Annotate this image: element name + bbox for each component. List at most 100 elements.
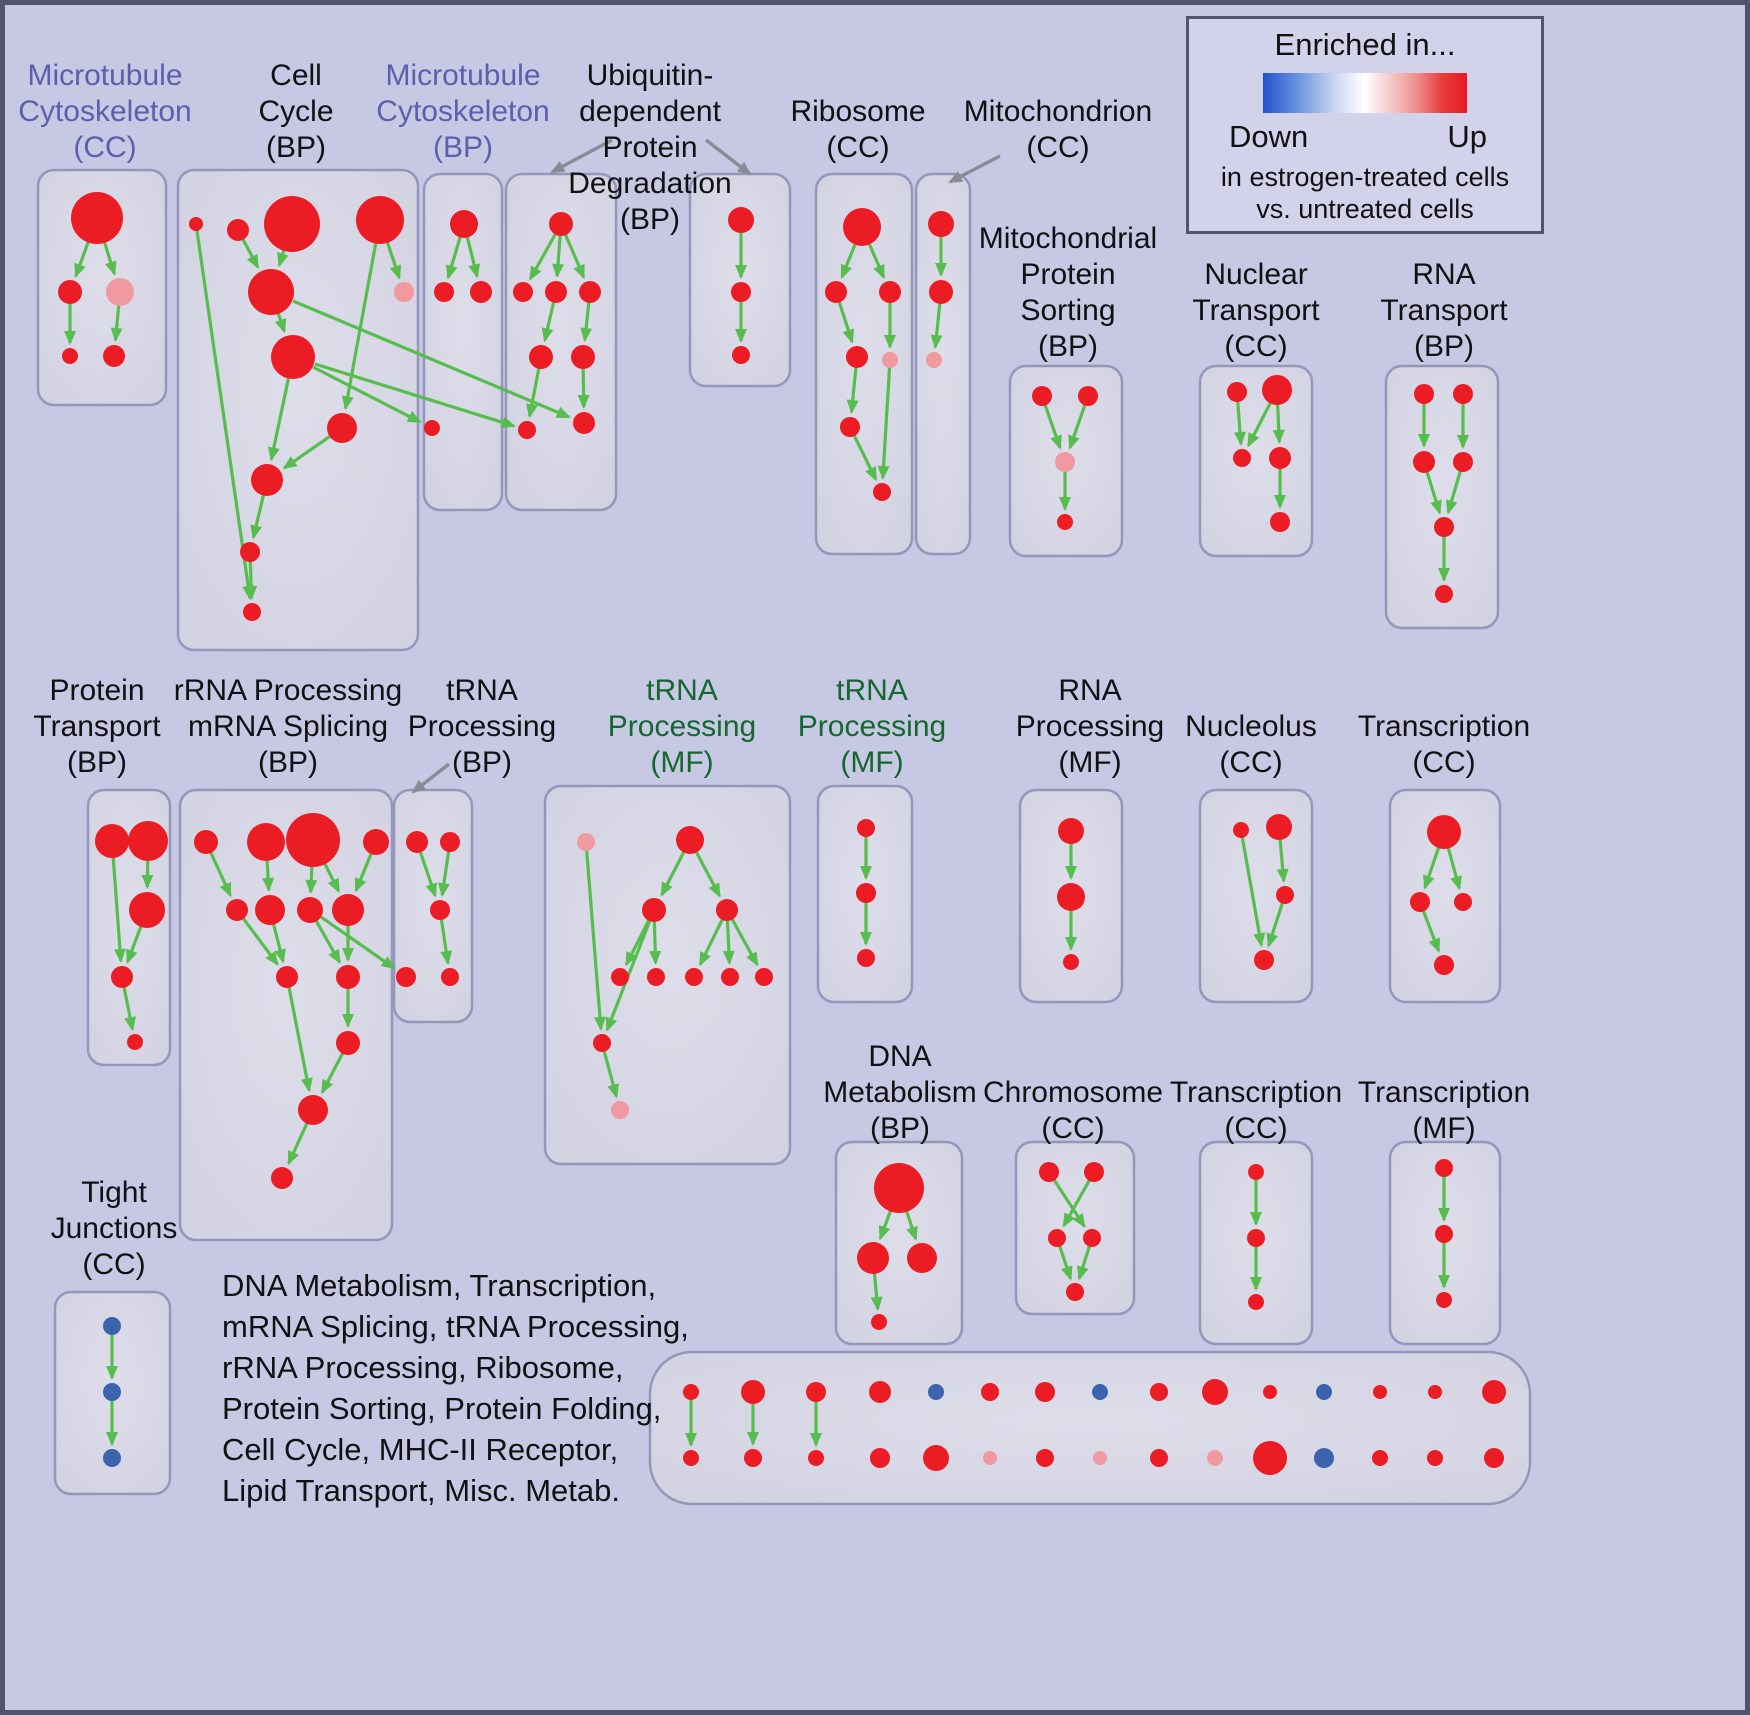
go-term-node (1055, 452, 1075, 472)
go-term-node (683, 1384, 699, 1400)
cluster-mitochondrial-protein-sorting-bp (1008, 364, 1124, 558)
go-term-node (1039, 1162, 1059, 1182)
go-term-node (1032, 386, 1052, 406)
go-term-node (1427, 1450, 1443, 1466)
go-term-node (189, 217, 203, 231)
legend-updown-row: Down Up (1189, 119, 1541, 155)
label-pointer-arrow (411, 762, 451, 794)
cluster-nucleolus-cc (1198, 788, 1314, 1004)
go-term-node (728, 207, 754, 233)
edge-arrow (605, 909, 656, 1032)
go-term-node (1150, 1449, 1168, 1467)
go-term-node (1248, 1164, 1264, 1180)
go-term-node (103, 1317, 121, 1335)
go-term-node (928, 211, 954, 237)
go-term-node (857, 819, 875, 837)
go-term-node (879, 281, 901, 303)
go-term-node (441, 968, 459, 986)
go-term-node (1078, 386, 1098, 406)
go-term-node (1453, 384, 1473, 404)
go-term-node (58, 280, 82, 304)
legend-up-label: Up (1447, 119, 1487, 154)
cluster-microtubule-cytoskeleton-cc (36, 168, 168, 407)
go-term-node (721, 968, 739, 986)
go-term-node (271, 335, 315, 379)
go-term-node (1434, 955, 1454, 975)
cluster-dna-metabolism-bp (834, 1140, 964, 1346)
go-term-node (247, 823, 285, 861)
go-term-node (194, 830, 218, 854)
go-term-node (1413, 451, 1435, 473)
edge-arrow (1047, 1171, 1086, 1228)
cluster-trna-processing-bp (392, 788, 474, 1024)
go-term-node (1057, 514, 1073, 530)
go-term-node (71, 192, 123, 244)
go-term-node (363, 829, 389, 855)
go-term-node (248, 269, 294, 315)
go-term-node (332, 894, 364, 926)
label-pointer-arrow (550, 138, 613, 174)
go-term-node (1092, 1384, 1108, 1400)
go-term-node (647, 968, 665, 986)
legend-box: Enriched in... Down Up in estrogen-treat… (1186, 16, 1544, 234)
cluster-cell-cycle-bp (176, 168, 420, 652)
go-term-node (440, 832, 460, 852)
go-term-node (981, 1383, 999, 1401)
go-term-node (857, 1242, 889, 1274)
go-term-node (1270, 512, 1290, 532)
cluster-misc-cluster (648, 1350, 1532, 1506)
go-term-node (857, 949, 875, 967)
cluster-ubiquitin-degradation-bp-2 (688, 172, 792, 388)
cluster-tight-junctions-cc (53, 1290, 172, 1496)
go-term-node (856, 883, 876, 903)
go-term-node (327, 413, 357, 443)
label-misc-cluster-note: DNA Metabolism, Transcription,mRNA Splic… (222, 1268, 689, 1508)
go-term-node (394, 282, 414, 302)
go-term-node (1093, 1451, 1107, 1465)
edge-arrow (194, 223, 255, 601)
cluster-box-mitochondrion-cc (914, 172, 972, 556)
go-term-node (873, 483, 891, 501)
go-term-node (255, 895, 285, 925)
go-term-node (336, 1031, 360, 1055)
go-term-node (434, 282, 454, 302)
go-term-node (929, 280, 953, 304)
go-term-node (1262, 375, 1292, 405)
label-pointer-arrow (704, 138, 752, 176)
cluster-mitochondrion-cc (914, 172, 972, 556)
cluster-box-nucleolus-cc (1198, 788, 1314, 1004)
go-term-node (129, 892, 165, 928)
go-term-node (240, 542, 260, 562)
go-term-node (731, 282, 751, 302)
cluster-box-misc-cluster (648, 1350, 1532, 1506)
go-term-node (1263, 1385, 1277, 1399)
go-term-node (571, 345, 595, 369)
cluster-transcription-cc-bottom (1198, 1140, 1314, 1346)
go-term-node (928, 1384, 944, 1400)
go-term-node (430, 900, 450, 920)
go-term-node (1066, 1283, 1084, 1301)
cross-cluster-edge-arrow (320, 915, 396, 970)
cluster-box-transcription-cc-mid (1388, 788, 1502, 1004)
go-term-node (1436, 1292, 1452, 1308)
cluster-transcription-mf (1388, 1140, 1502, 1346)
cluster-rna-transport-bp (1384, 364, 1500, 630)
go-term-node (683, 1450, 699, 1466)
cluster-nuclear-transport-cc (1198, 364, 1314, 558)
edge-arrow (1239, 829, 1266, 948)
go-term-node (577, 833, 595, 851)
cluster-ubiquitin-degradation-bp-1 (504, 172, 618, 512)
edge-arrow (584, 841, 606, 1032)
label-chromosome-cc: Chromosome(CC) (983, 1076, 1163, 1145)
cluster-box-dna-metabolism-bp (834, 1140, 964, 1346)
go-term-node (95, 824, 129, 858)
go-term-node (676, 826, 704, 854)
go-term-node (1428, 1385, 1442, 1399)
